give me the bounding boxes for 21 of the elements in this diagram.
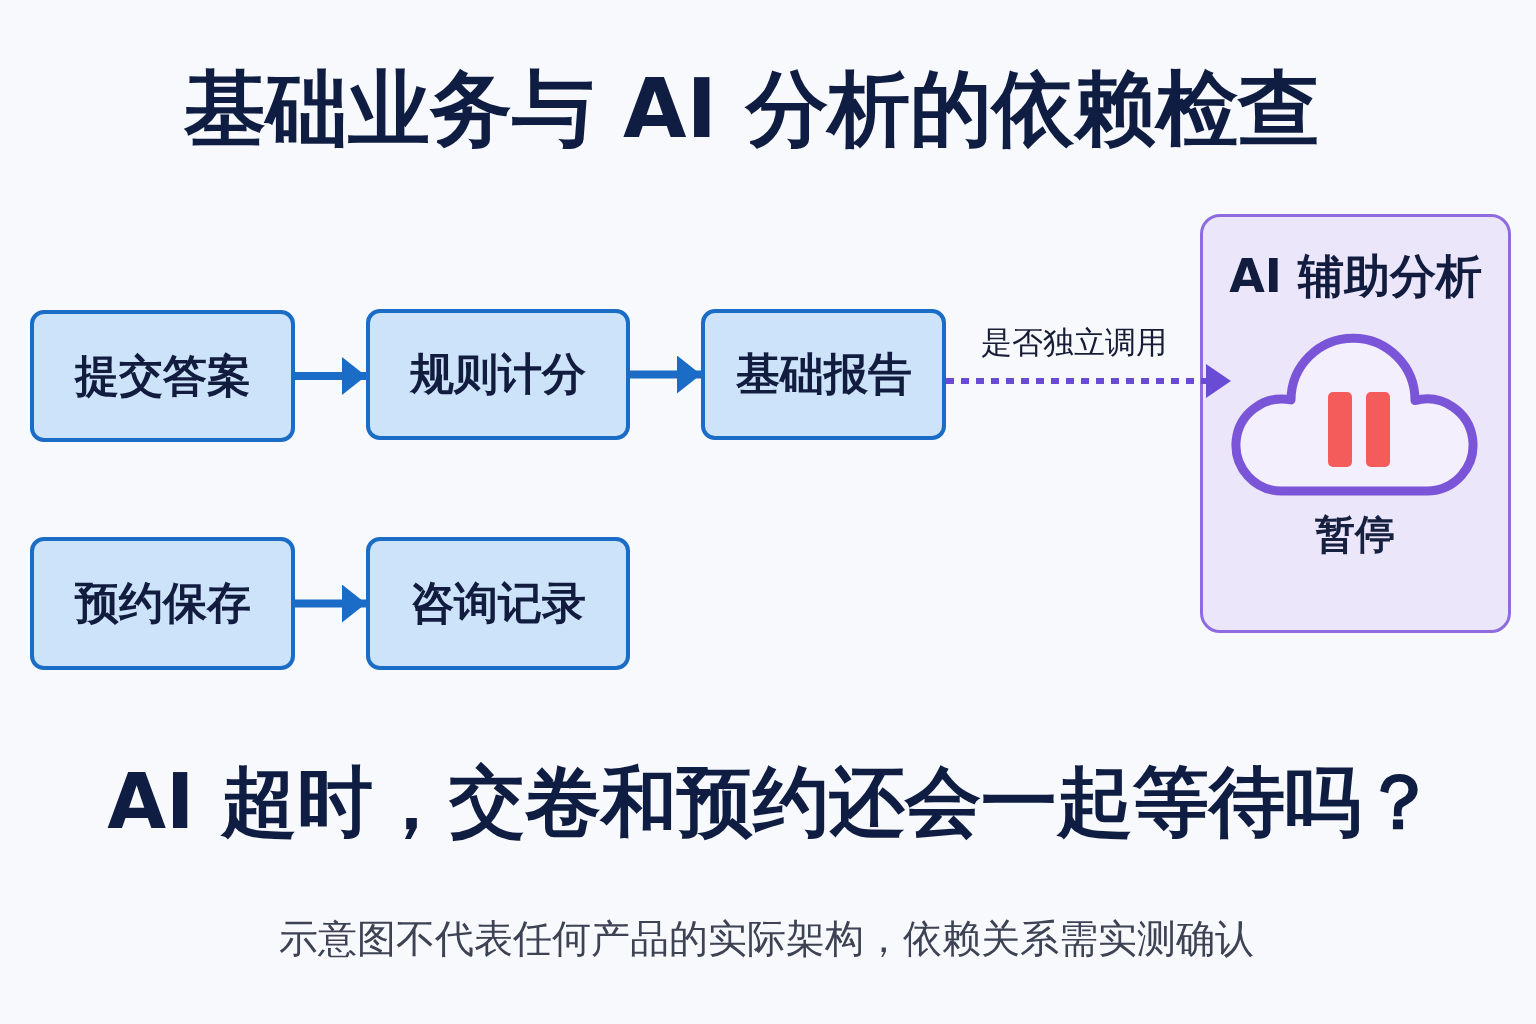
process-label: 基础报告 (735, 348, 912, 401)
process-label: 预约保存 (74, 577, 251, 630)
process-box (366, 537, 630, 670)
group-panel (1200, 214, 1511, 633)
dashed-arrow (946, 364, 1231, 398)
diagram-title: 基础业务与 AI 分析的依赖检查 (184, 62, 1320, 157)
cloud-icon (1231, 333, 1478, 497)
status-text: 暂停 (1314, 510, 1395, 558)
panel-heading: AI 辅助分析 (1229, 249, 1482, 305)
process-label: 提交答案 (74, 349, 251, 403)
process-label: 咨询记录 (410, 577, 586, 630)
process-box (30, 310, 295, 442)
process-box (366, 309, 630, 440)
process-box (30, 537, 295, 670)
process-label: 规则计分 (410, 348, 586, 401)
disclaimer-note: 示意图不代表任何产品的实际架构，依赖关系需实测确认 (278, 916, 1254, 963)
process-box (701, 309, 946, 440)
arrow (295, 357, 366, 395)
arrow (630, 355, 701, 394)
question-text: AI 超时，交卷和预约还会一起等待吗？ (107, 758, 1437, 846)
arrow (295, 584, 366, 623)
